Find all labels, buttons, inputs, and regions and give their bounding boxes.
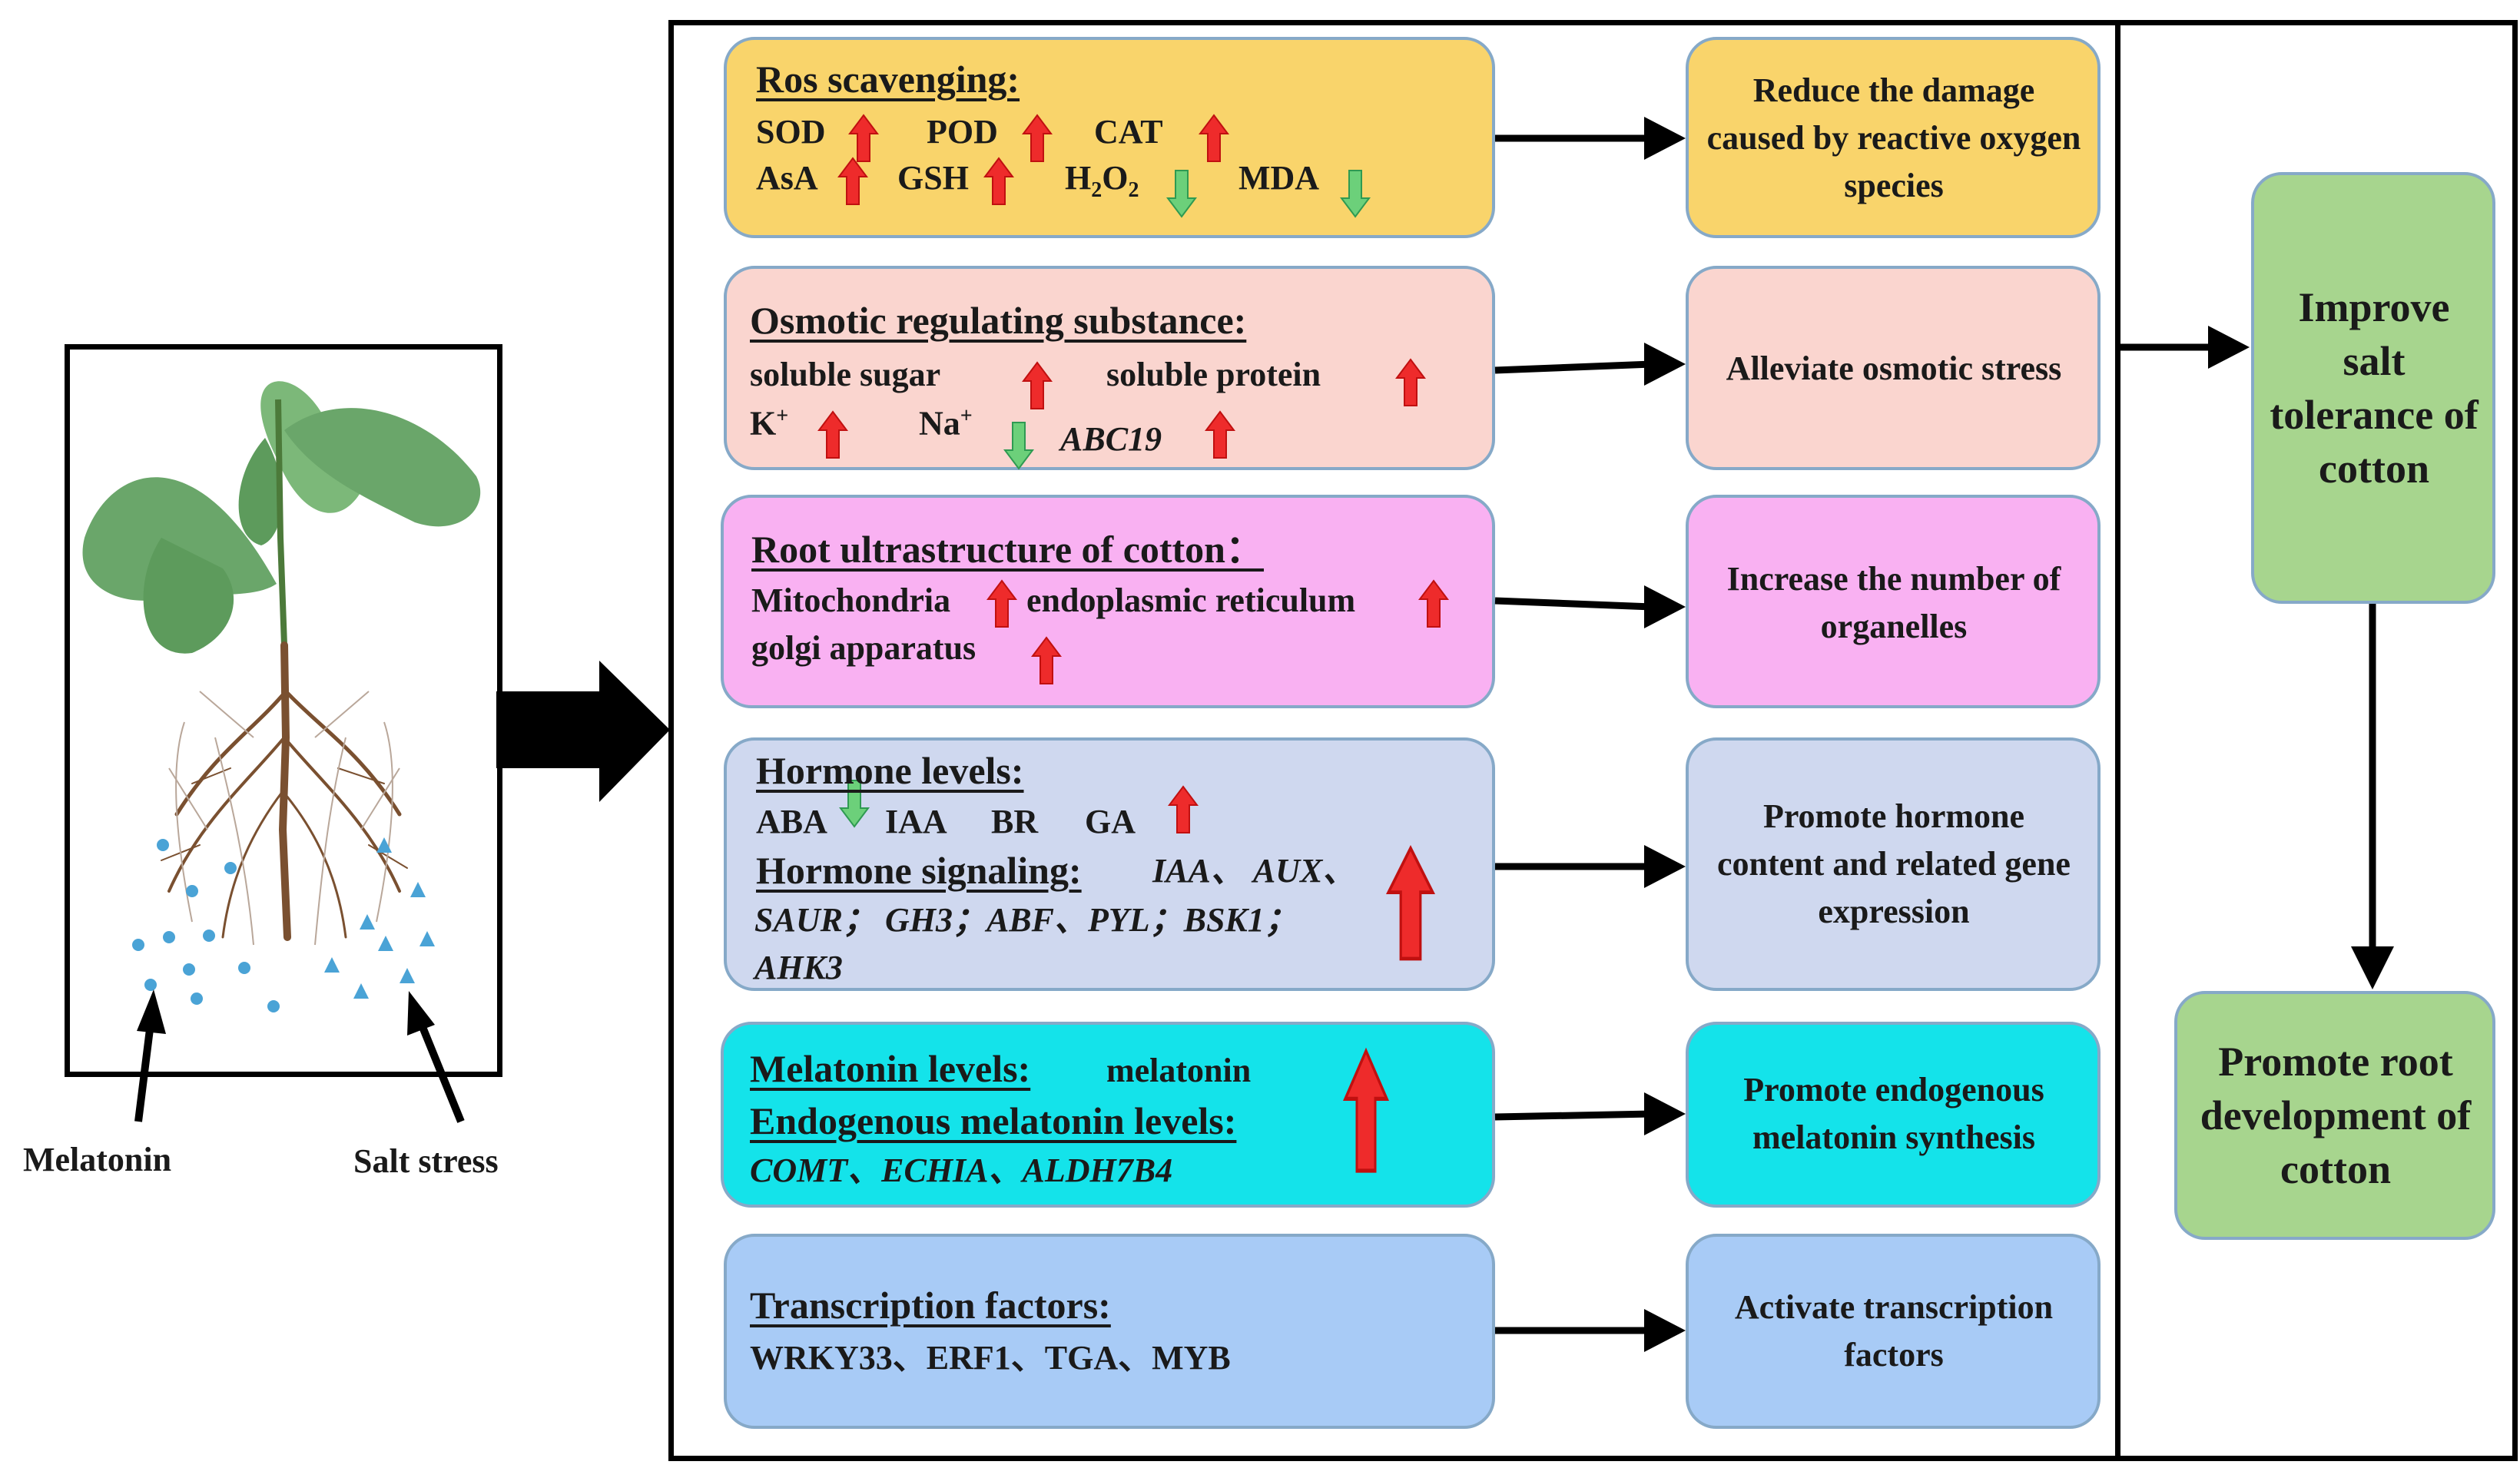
salt-tolerance-box	[2251, 172, 2495, 604]
signaling-genes-line3: AHK3	[754, 949, 843, 986]
abc19-up-arrow	[1205, 411, 1235, 459]
hormone-result: Promote hormone content and related gene…	[1717, 797, 2071, 930]
er-label: endoplasmic reticulum	[1026, 582, 1356, 619]
abc19-label: ABC19	[1060, 420, 1162, 458]
hormone-title: Hormone levels:	[756, 749, 1024, 792]
melatonin-title: Melatonin levels:	[750, 1047, 1031, 1090]
osmotic-title: Osmotic regulating substance:	[750, 299, 1247, 342]
root-result-box	[1686, 495, 2101, 708]
mda-down-arrow	[1341, 170, 1370, 217]
iaa-label: IAA	[885, 803, 947, 840]
gsh-label: GSH	[897, 159, 969, 197]
melatonin-value: melatonin	[1106, 1052, 1252, 1089]
root-development-text: Promote root development of cotton	[2200, 1039, 2472, 1192]
tf-box	[724, 1234, 1495, 1429]
asa-up-arrow	[838, 157, 867, 205]
stem	[275, 399, 287, 646]
salt-triangles	[324, 837, 435, 999]
tf-title: Transcription factors:	[750, 1284, 1111, 1327]
root-title: Root ultrastructure of cotton：	[751, 528, 1264, 571]
k-label: K+	[750, 404, 789, 442]
soluble-sugar-label: soluble sugar	[750, 356, 941, 393]
soluble-protein-label: soluble protein	[1106, 356, 1321, 393]
asa-label: AsA	[756, 159, 818, 197]
mito-up-arrow	[987, 580, 1016, 628]
cat-label: CAT	[1094, 113, 1163, 151]
tf-result: Activate transcription factors	[1734, 1288, 2054, 1374]
mda-label: MDA	[1238, 159, 1320, 197]
h2o2-label: H2O2	[1065, 159, 1139, 202]
melatonin-result-box	[1686, 1022, 2101, 1208]
tf-list: WRKY33、ERF1、TGA、MYB	[750, 1339, 1231, 1377]
sod-up-arrow	[849, 114, 878, 162]
signaling-genes-line2: SAUR； GH3；ABF、PYL；BSK1；	[754, 901, 1298, 939]
root-box	[721, 495, 1495, 708]
pod-label: POD	[927, 113, 998, 151]
osmotic-result: Alleviate osmotic stress	[1726, 350, 2062, 387]
na-down-arrow	[1004, 422, 1033, 469]
ga-label: GA	[1085, 803, 1136, 840]
melatonin-up-arrow	[1345, 1051, 1387, 1171]
endogenous-title: Endogenous melatonin levels:	[750, 1099, 1237, 1142]
label-arrows	[134, 989, 465, 1123]
golgi-label: golgi apparatus	[751, 629, 976, 667]
tf-result-box	[1686, 1234, 2101, 1429]
cotton-leaves	[82, 381, 481, 654]
golgi-up-arrow	[1032, 637, 1061, 684]
osmotic-box	[724, 266, 1495, 470]
pod-up-arrow	[1023, 114, 1052, 162]
sod-label: SOD	[756, 113, 826, 151]
ga-up-arrow	[1169, 786, 1198, 833]
melatonin-genes: COMT、ECHIA、ALDH7B4	[750, 1152, 1173, 1189]
mitochondria-label: Mitochondria	[751, 582, 951, 619]
ros-result-box	[1686, 37, 2101, 238]
hormone-signaling-title: Hormone signaling:	[756, 849, 1082, 892]
hormone-result-box	[1686, 737, 2101, 991]
melatonin-dots	[132, 839, 280, 1012]
root-development-box	[2174, 991, 2495, 1240]
salt-tolerance-text: Improve salt tolerance of cotton	[2270, 284, 2479, 492]
protein-up-arrow	[1396, 359, 1425, 406]
ros-result: Reduce the damage caused by reactive oxy…	[1706, 71, 2081, 204]
big-right-arrow	[496, 661, 670, 802]
sugar-up-arrow	[1023, 362, 1052, 409]
melatonin-result: Promote endogenous melatonin synthesis	[1743, 1071, 2044, 1156]
aba-label: ABA	[756, 803, 827, 840]
k-up-arrow	[818, 411, 847, 459]
cat-up-arrow	[1199, 114, 1228, 162]
root-result: Increase the number of organelles	[1726, 560, 2061, 645]
gsh-up-arrow	[984, 157, 1013, 205]
melatonin-label: Melatonin	[23, 1141, 172, 1178]
na-label: Na+	[919, 404, 973, 442]
er-up-arrow	[1419, 580, 1448, 628]
signaling-genes-line1: IAA、 AUX、	[1152, 852, 1357, 890]
signaling-up-arrow	[1388, 848, 1433, 959]
ros-title: Ros scavenging:	[756, 58, 1020, 101]
br-label: BR	[991, 803, 1039, 840]
salt-stress-label: Salt stress	[353, 1142, 499, 1180]
osmotic-result-box	[1686, 266, 2101, 470]
h2o2-down-arrow	[1167, 170, 1196, 217]
outcome-frame	[2115, 20, 2518, 1461]
